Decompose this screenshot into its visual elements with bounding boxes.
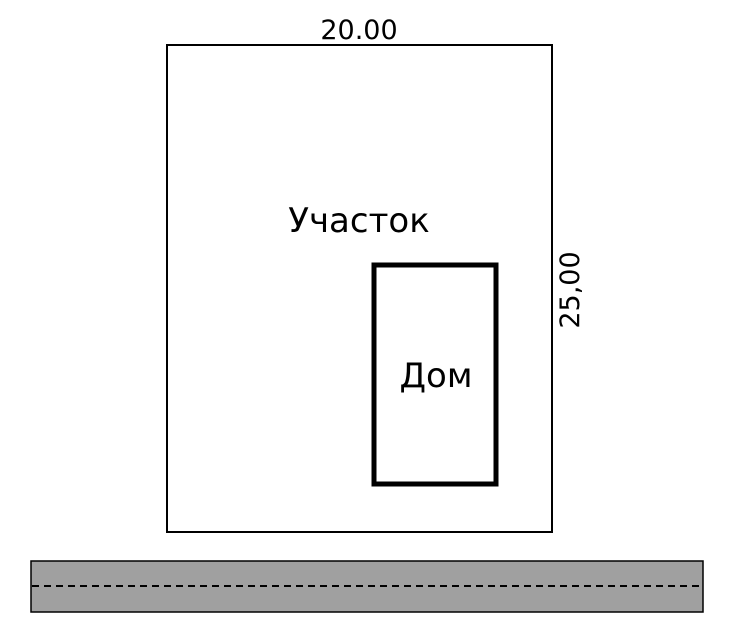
plot-height-label: 25,00: [555, 251, 586, 328]
plot-label: Участок: [288, 201, 429, 241]
house-label: Дом: [399, 356, 472, 396]
house-outline: [371, 262, 499, 487]
plot-width-label: 20.00: [320, 15, 397, 46]
